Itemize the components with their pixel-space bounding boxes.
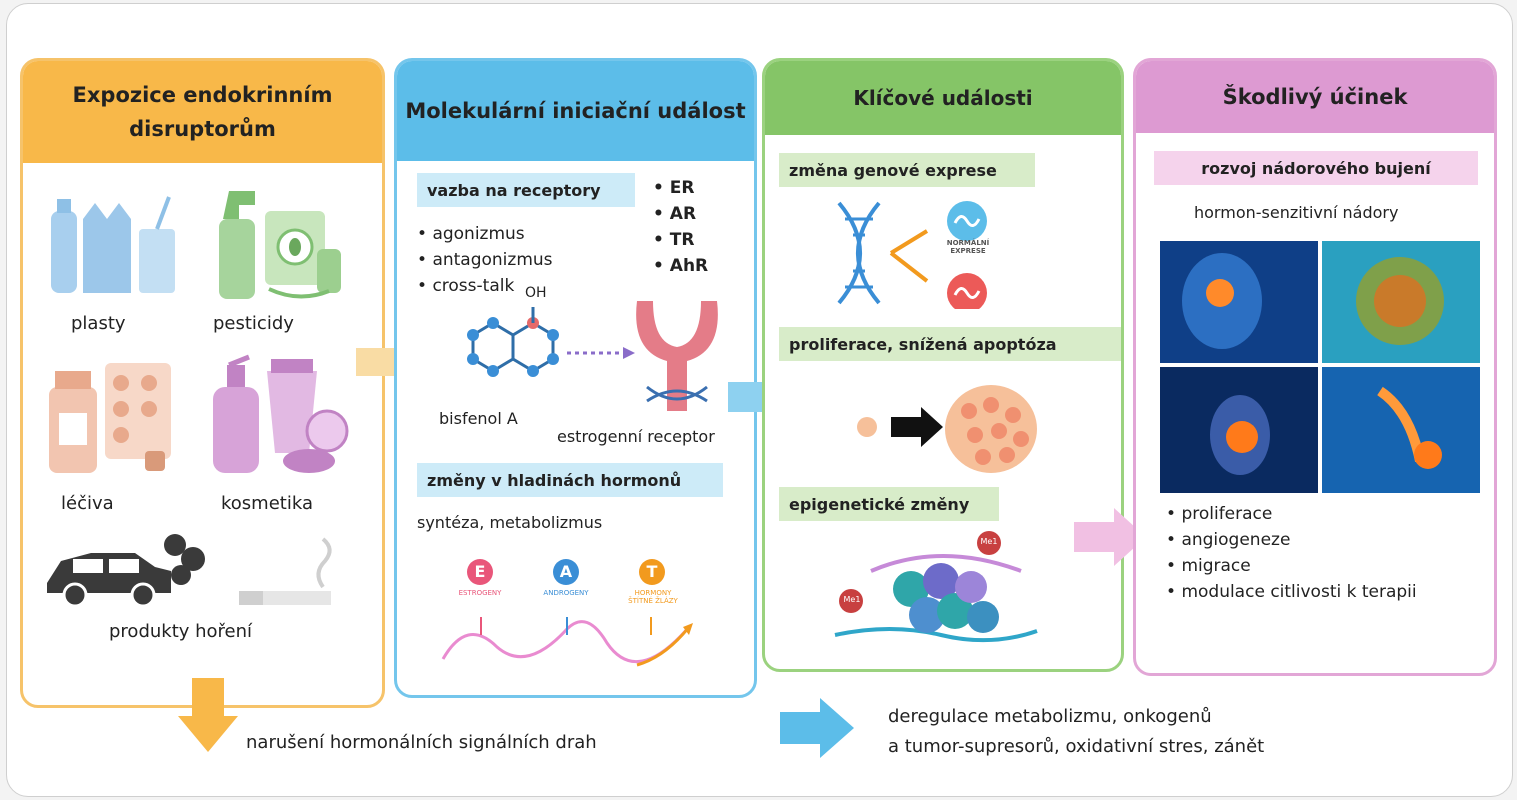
list-item: modulace citlivosti k terapii [1166, 579, 1416, 605]
list-item: angiogeneze [1166, 527, 1417, 553]
oh-label: OH [525, 285, 547, 301]
tumor-images [1160, 241, 1480, 493]
hormone-text: syntéza, metabolizmus [417, 513, 603, 532]
exposure-column: Expozice endokrinním disruptorům plasty … [20, 58, 385, 708]
plastics-icon [51, 196, 175, 293]
estrogen-label: ESTROGENY [458, 589, 502, 597]
key-events-column: Klíčové události změna genové exprese NO… [762, 58, 1124, 672]
list-item: AhR [653, 253, 708, 279]
list-item: cross-talk [417, 273, 553, 299]
androgen-label: ANDROGENY [543, 589, 589, 597]
proliferation-box: proliferace, snížená apoptóza [779, 327, 1121, 361]
hormone-sensitive-tumors-label: hormon-senzitivní nádory [1194, 203, 1399, 222]
mie-title: Molekulární iniciační událost [397, 61, 754, 161]
cigarette-icon [239, 537, 332, 605]
cosmetics-icon [213, 354, 349, 473]
bottom-right-text-line1: deregulace metabolizmu, onkogenů [888, 706, 1212, 727]
list-item: agonizmus [417, 221, 553, 247]
chromatin-icon [834, 531, 1038, 643]
arrow-right-icon [780, 698, 854, 758]
thyroid-label: HORMONY ŠTÍTNÉ ŽLÁZY [628, 589, 678, 605]
pesticides-label: pesticidy [213, 313, 294, 334]
receptor-icon [636, 301, 718, 411]
dna-expression-icon [837, 201, 987, 309]
arrow-down-icon [178, 678, 238, 752]
bottom-left-text: narušení hormonálních signálních drah [246, 732, 597, 753]
estrogen-badge: E [467, 559, 493, 585]
pesticides-icon [219, 191, 341, 299]
normal-expression-label: NORMÁLNÍ EXPRESE [946, 239, 990, 255]
bisphenol-label: bisfenol A [439, 409, 518, 428]
hormone-levels-box: změny v hladinách hormonů [417, 463, 723, 497]
list-item: ER [653, 175, 708, 201]
cosmetics-label: kosmetika [221, 493, 313, 514]
dotted-arrow-icon [567, 347, 635, 359]
list-item: TR [653, 227, 708, 253]
receptor-binding-box: vazba na receptory [417, 173, 635, 207]
effects-list: proliferace angiogeneze migrace modulace… [1166, 501, 1417, 605]
list-item: antagonizmus [417, 247, 552, 273]
drugs-label: léčiva [61, 493, 114, 514]
epigenetic-box: epigenetické změny [779, 487, 999, 521]
binding-list: agonizmus antagonizmus cross-talk [417, 221, 553, 299]
car-exhaust-icon [47, 534, 205, 608]
gene-expression-box: změna genové exprese [779, 153, 1035, 187]
list-item: migrace [1166, 553, 1417, 579]
methyl-tag: Me1 [843, 595, 861, 604]
cell-proliferation-icon [857, 385, 1037, 473]
bisphenol-molecule-icon [467, 307, 559, 377]
methyl-tag: Me1 [980, 537, 998, 546]
drugs-icon [49, 363, 171, 473]
list-item: AR [653, 201, 708, 227]
molecular-initiating-event-column: Molekulární iniciační událost vazba na r… [394, 58, 757, 698]
tumor-development-box: rozvoj nádorového bujení [1154, 151, 1478, 185]
plastics-label: plasty [71, 313, 126, 334]
receptor-list: ER AR TR AhR [653, 175, 708, 279]
hormone-curve-icon [441, 617, 693, 667]
adverse-effect-column: Škodlivý účinek rozvoj nádorového bujení… [1133, 58, 1497, 676]
exposure-title: Expozice endokrinním disruptorům [23, 61, 382, 163]
combustion-label: produkty hoření [109, 621, 253, 642]
arrow-right-icon [1074, 508, 1146, 566]
list-item: proliferace [1166, 501, 1417, 527]
bottom-right-text-line2: a tumor-supresorů, oxidativní stres, zán… [888, 736, 1265, 757]
key-events-title: Klíčové události [765, 61, 1121, 135]
estrogen-receptor-label: estrogenní receptor [557, 427, 715, 446]
thyroid-badge: T [639, 559, 665, 585]
adverse-effect-title: Škodlivý účinek [1136, 61, 1494, 133]
androgen-badge: A [553, 559, 579, 585]
